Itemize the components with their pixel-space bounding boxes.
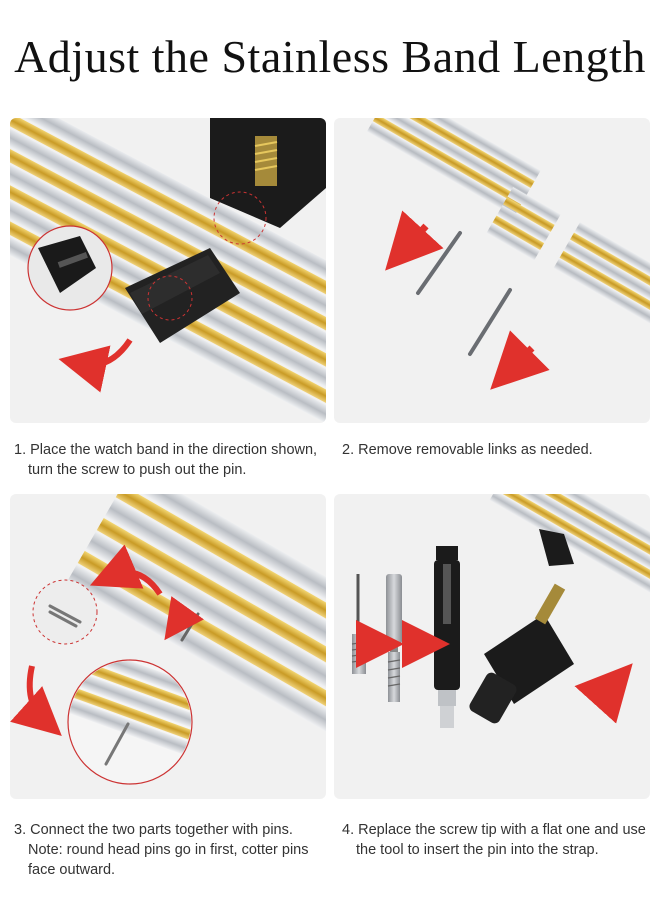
red-arrow-icon bbox=[58, 338, 133, 393]
step-3-line-1: 3. Connect the two parts together with p… bbox=[14, 822, 293, 838]
round-pin-inset-icon bbox=[67, 659, 193, 785]
step-4-image bbox=[334, 494, 650, 799]
step-1-line-1: 1. Place the watch band in the direction… bbox=[14, 442, 318, 458]
red-arrow-icon bbox=[385, 210, 444, 271]
step-3-line-3: face outward. bbox=[28, 862, 116, 878]
knob-icon bbox=[469, 672, 517, 724]
screw-tip-icon bbox=[351, 634, 367, 674]
red-arrow-icon bbox=[89, 544, 163, 596]
step-4-line-2: the tool to insert the pin into the stra… bbox=[356, 842, 599, 858]
step-3-caption: 3. Connect the two parts together with p… bbox=[14, 820, 330, 880]
red-arrow-icon bbox=[164, 596, 204, 641]
cotter-pin-inset-icon bbox=[32, 579, 98, 645]
red-arrow-icon bbox=[490, 330, 550, 390]
step-2-image bbox=[334, 118, 650, 423]
step-1-caption: 1. Place the watch band in the direction… bbox=[14, 440, 330, 480]
step-4-line-1: 4. Replace the screw tip with a flat one… bbox=[342, 822, 646, 838]
step-2-line-1: 2. Remove removable links as needed. bbox=[342, 442, 593, 458]
pin-icon bbox=[416, 231, 462, 295]
step-4-caption: 4. Replace the screw tip with a flat one… bbox=[342, 820, 658, 860]
step-3-image bbox=[10, 494, 326, 799]
pin-icon bbox=[468, 288, 512, 356]
magnifier-inset-icon bbox=[27, 225, 113, 311]
step-3-line-2: Note: round head pins go in first, cotte… bbox=[28, 842, 309, 858]
tool-handle-icon bbox=[434, 546, 460, 728]
link-remover-tool-icon bbox=[125, 118, 326, 343]
red-arrow-icon bbox=[574, 663, 633, 724]
flat-tip-icon bbox=[386, 574, 402, 702]
step-2-caption: 2. Remove removable links as needed. bbox=[342, 440, 652, 460]
link-tool-icon bbox=[469, 529, 574, 724]
red-arrow-icon bbox=[10, 665, 62, 737]
step-1-image bbox=[10, 118, 326, 423]
step-1-line-2: turn the screw to push out the pin. bbox=[28, 462, 247, 478]
page-title: Adjust the Stainless Band Length bbox=[14, 31, 646, 82]
